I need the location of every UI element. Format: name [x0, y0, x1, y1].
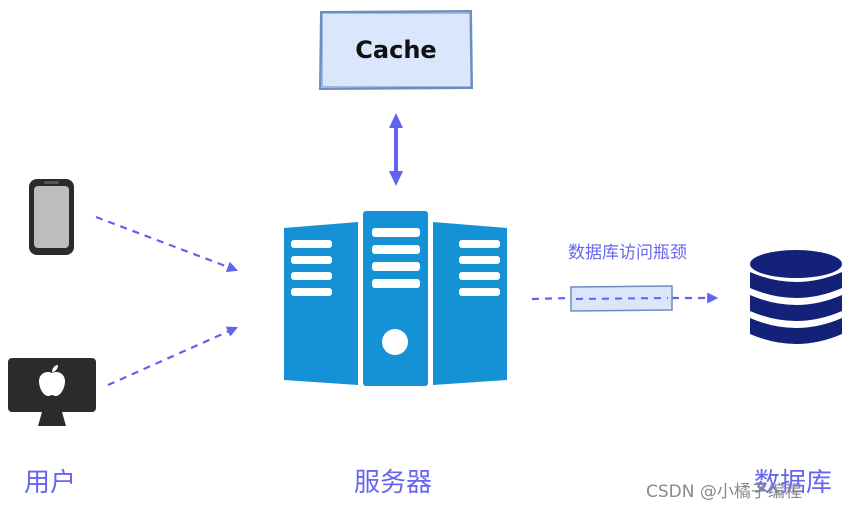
cache-label: Cache: [355, 36, 437, 64]
phone-to-server-arrow: [95, 215, 239, 273]
cache-box: [318, 9, 474, 91]
server-label: 服务器: [354, 468, 433, 498]
bottleneck-label: 数据库访问瓶颈: [568, 243, 687, 263]
apple-desktop-icon: [8, 358, 96, 426]
server-rack-icon: [284, 211, 507, 386]
desktop-to-server-arrow: [107, 326, 239, 387]
watermark: CSDN @小橘子编程: [646, 482, 802, 502]
server-to-database-arrow: [531, 292, 719, 304]
database-label: 数据库: [754, 468, 833, 498]
bottleneck-box: [570, 285, 673, 312]
smartphone-icon: [29, 179, 74, 255]
database-icon: [750, 250, 842, 344]
user-label: 用户: [24, 468, 77, 498]
cache-server-arrow: [389, 113, 403, 186]
